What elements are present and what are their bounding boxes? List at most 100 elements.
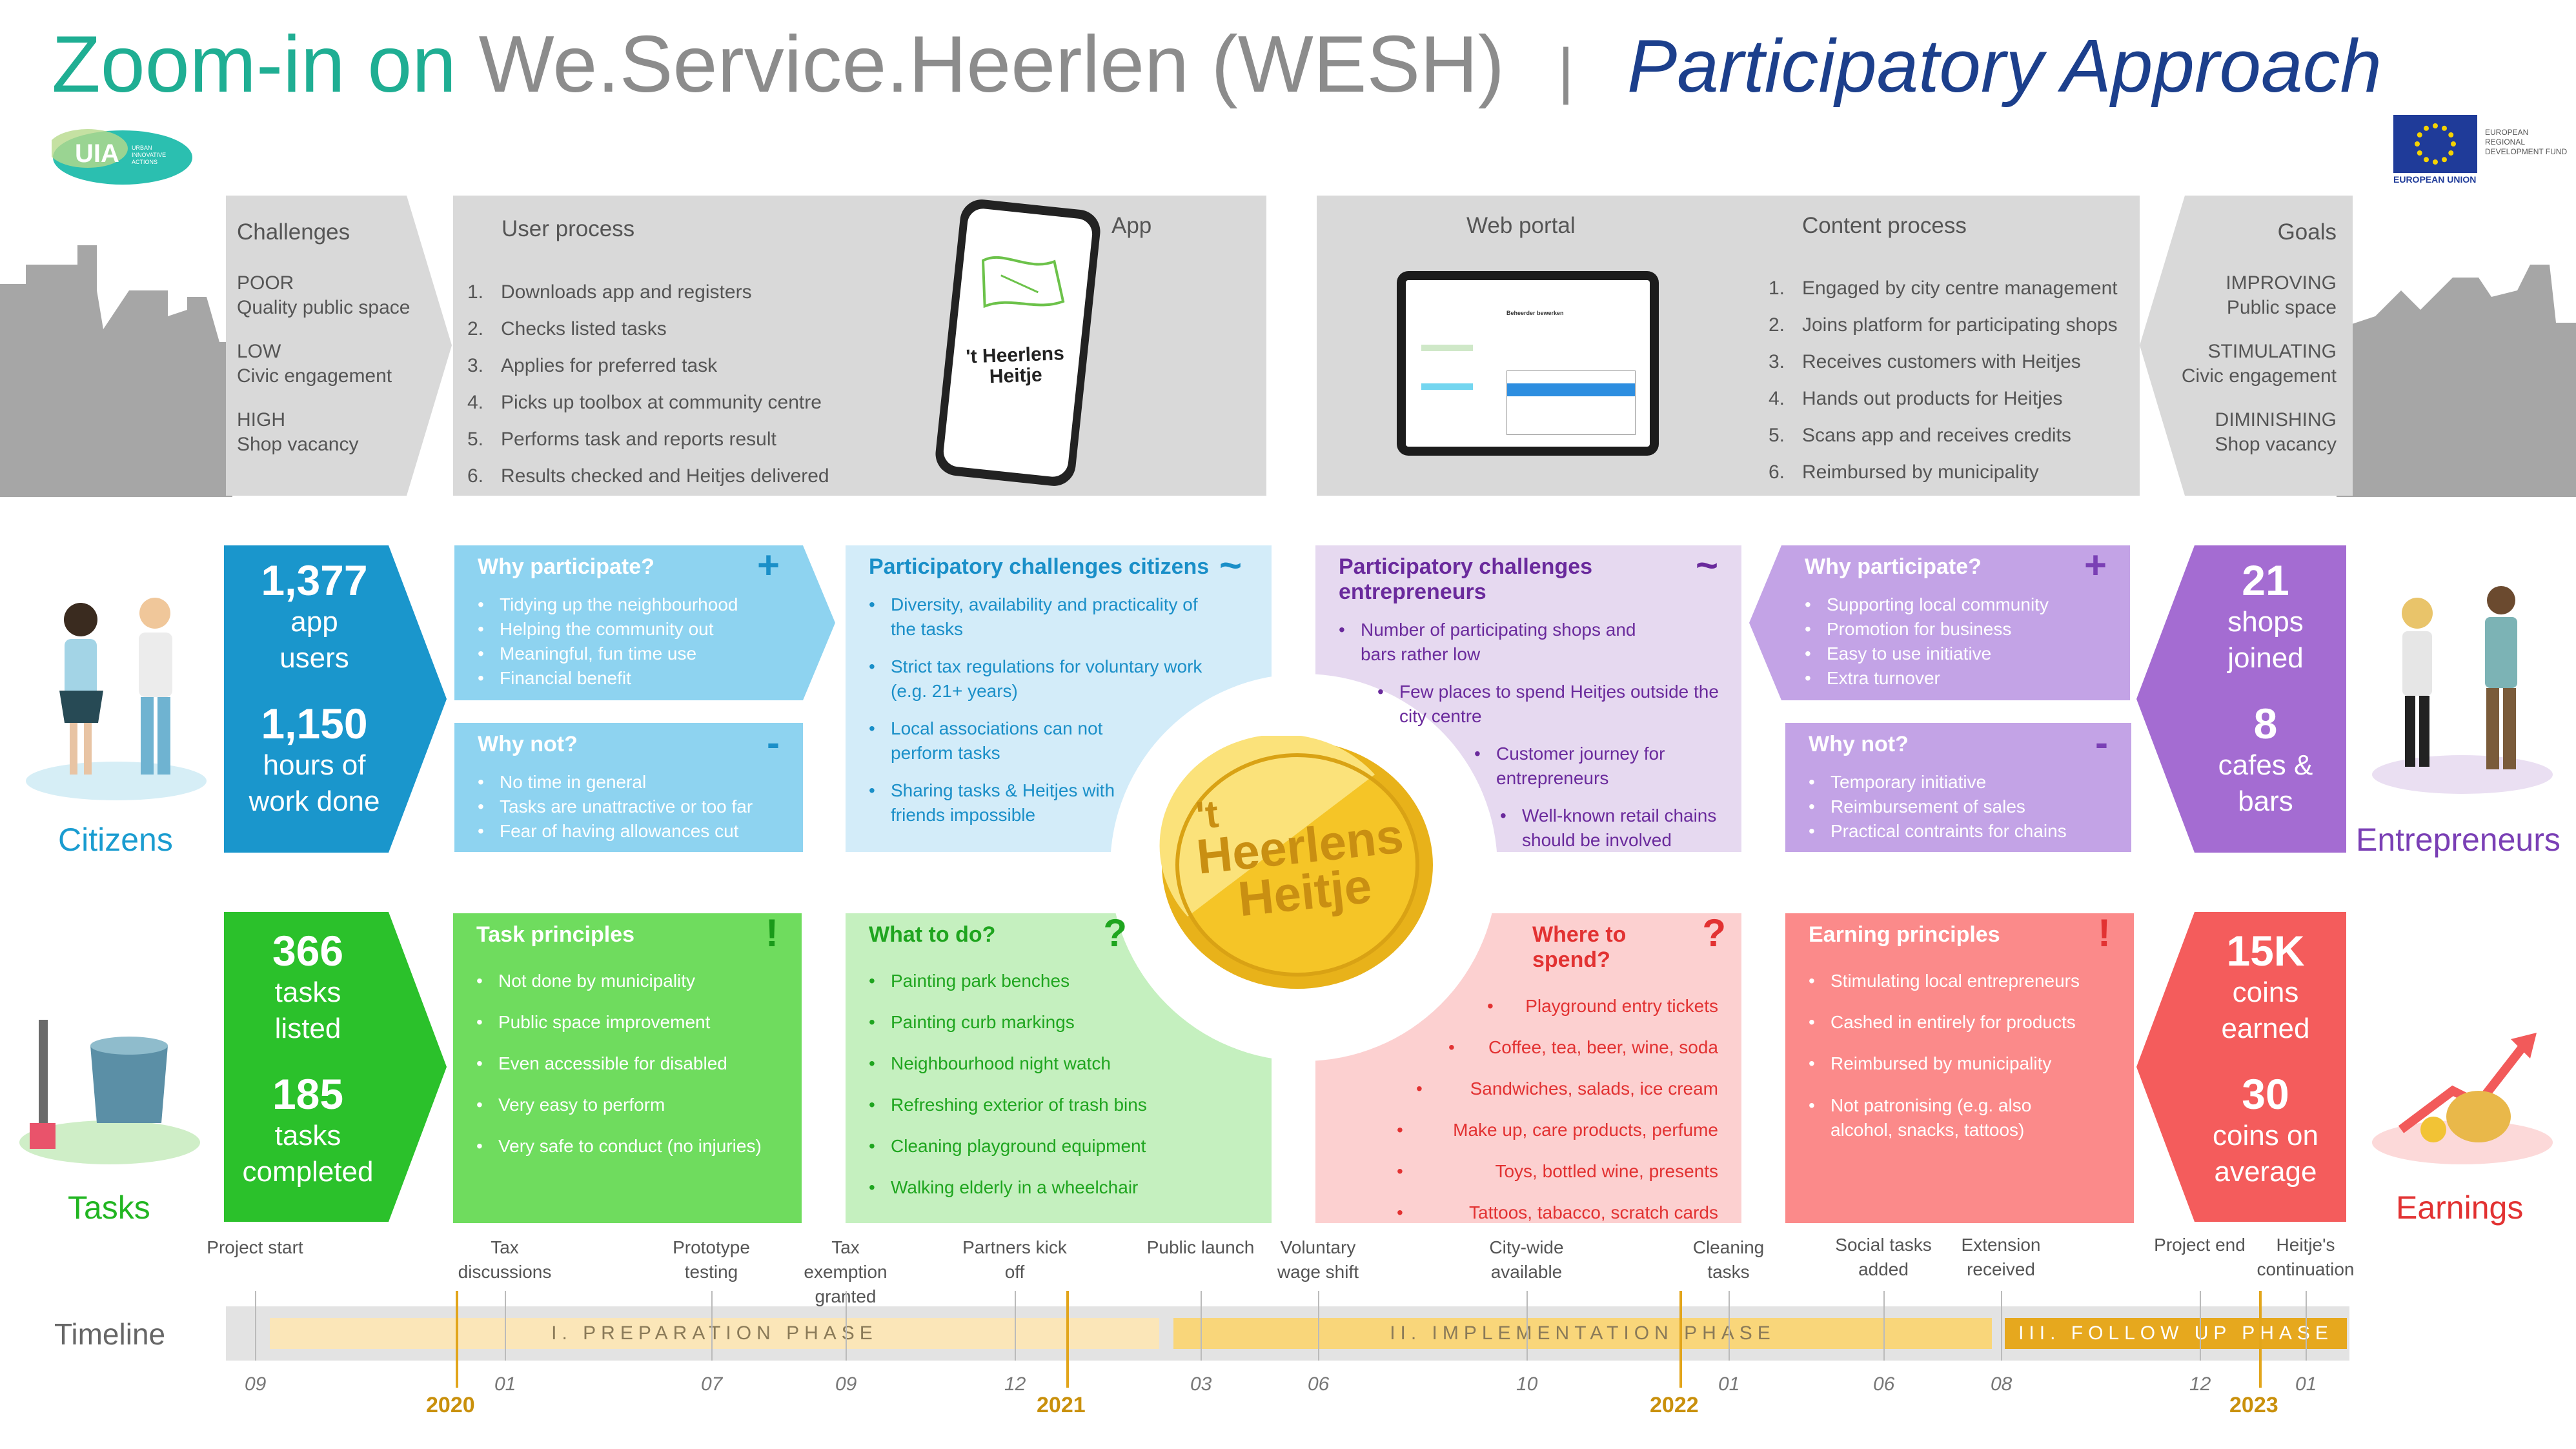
timeline-tick-line [846, 1291, 847, 1361]
why-participate-entrepreneurs: Why participate?+ Supporting local commu… [1781, 545, 2130, 700]
earning-principles: Earning principles! Stimulating local en… [1785, 913, 2134, 1223]
skyline-right [2337, 265, 2576, 497]
user-process-list: 1.Downloads app and registers 2.Checks l… [467, 274, 867, 494]
stat-value: 21 [2242, 556, 2289, 604]
tasks-illustration [19, 1020, 200, 1164]
timeline-event: Voluntary wage shift [1277, 1237, 1359, 1282]
list-item: 3.Receives customers with Heitjes [1769, 351, 2081, 372]
timeline-tick-line [2200, 1291, 2201, 1361]
eu-logo: EUROPEAN UNION EUROPEAN REGIONAL DEVELOP… [2393, 115, 2574, 186]
title-part1: Zoom-in on [52, 20, 457, 109]
tasks-label: Tasks [68, 1190, 150, 1226]
tilde-icon: ~ [1695, 543, 1718, 587]
timeline-year-line [456, 1291, 458, 1388]
what-to-do: What to do?? Painting park benchesPainti… [846, 913, 1272, 1217]
timeline-event: Cleaning tasks [1692, 1237, 1765, 1282]
citizens-stat-shape [224, 545, 447, 853]
list-item: 4.Picks up toolbox at community centre [467, 392, 822, 413]
timeline-event: Extension received [1961, 1235, 2041, 1279]
phone-screen: 't Heerlens Heitje [942, 207, 1094, 479]
eu-star-icon [2433, 123, 2438, 128]
stat-value: 15K [2226, 927, 2305, 975]
eu-star-icon [2424, 125, 2429, 131]
timeline-event: Project start [207, 1237, 303, 1257]
timeline-month: 10 [1516, 1373, 1538, 1395]
eu-text: EUROPEAN UNION [2393, 174, 2477, 185]
entrepreneurs-label: Entrepreneurs [2356, 822, 2561, 858]
phase-3-bar: III. FOLLOW UP PHASE [2005, 1318, 2347, 1349]
timeline-month: 06 [1308, 1373, 1330, 1395]
timeline-tick-line [1201, 1291, 1202, 1361]
app-header: App [1111, 213, 1152, 238]
phone-brand: 't Heerlens Heitje [966, 343, 1065, 388]
entrepreneurs-stat-shape [2136, 545, 2346, 853]
tablet-title: Beheerder bewerken [1506, 310, 1564, 316]
timeline-month: 01 [1718, 1373, 1740, 1395]
timeline-month: 01 [494, 1373, 516, 1395]
eu-star-icon [2448, 150, 2454, 156]
timeline-month: 03 [1190, 1373, 1212, 1395]
eu-star-icon [2417, 150, 2422, 156]
list-item: 2.Joins platform for participating shops [1769, 314, 2118, 336]
tablet-screen: Beheerder bewerken [1406, 280, 1650, 447]
pc-citizens: Participatory challenges citizens~ Diver… [846, 545, 1265, 836]
exclamation-icon: ! [766, 911, 778, 955]
phone-mockup: 't Heerlens Heitje [933, 197, 1102, 489]
why-not-entrepreneurs: Why not?- Temporary initiativeReimbursem… [1785, 723, 2131, 852]
earnings-stats: 15K coins earned 30 coins on average [2188, 927, 2343, 1190]
skyline-left [0, 245, 232, 497]
minus-icon: - [2095, 721, 2108, 764]
eu-star-icon [2442, 125, 2447, 131]
user-process-header: User process [502, 216, 635, 241]
timeline-tick-line [1729, 1291, 1730, 1361]
timeline-year-line [1679, 1291, 1682, 1388]
tilde-icon: ~ [1219, 543, 1242, 587]
list-item: 2.Checks listed tasks [467, 318, 667, 339]
challenges-arrow [381, 196, 452, 496]
heitje-coin [1159, 736, 1433, 989]
timeline-tick-line [2001, 1291, 2002, 1361]
timeline-event: Public launch [1146, 1237, 1255, 1257]
pc-entrepreneurs: Participatory challenges entrepreneurs~ … [1315, 545, 1741, 862]
question-icon: ? [1702, 911, 1726, 955]
eu-star-icon [2417, 132, 2422, 137]
entrepreneurs-illustration [2372, 586, 2553, 794]
task-principles: Task principles! Not done by municipalit… [453, 913, 802, 1223]
timeline-month: 01 [2295, 1373, 2317, 1395]
eu-star-icon [2433, 159, 2438, 165]
timeline-tick-line [1318, 1291, 1319, 1361]
stat-value: 366 [272, 927, 344, 975]
uia-logo: UIA URBAN INNOVATIVE ACTIONS [48, 123, 194, 187]
uia-text: UIA [75, 139, 119, 168]
timeline-year: 2023 [2229, 1393, 2278, 1417]
content-process-header: Content process [1802, 213, 1967, 238]
eu-star-icon [2451, 141, 2456, 147]
timeline-tick-line [2306, 1291, 2307, 1361]
timeline-month: 08 [1991, 1373, 2013, 1395]
title-separator: | [1557, 36, 1574, 105]
timeline-month: 09 [835, 1373, 857, 1395]
timeline-month: 06 [1873, 1373, 1895, 1395]
phase-2-bar: II. IMPLEMENTATION PHASE [1173, 1318, 1992, 1349]
minus-icon: - [767, 721, 780, 764]
timeline-label: Timeline [54, 1317, 166, 1351]
list-item: 5.Performs task and reports result [467, 429, 776, 450]
tasks-stats: 366 tasks listed 185 tasks completed [224, 927, 392, 1190]
timeline-month: 09 [245, 1373, 267, 1395]
timeline-event: Partners kick off [962, 1237, 1067, 1282]
list-item: 6.Reimbursed by municipality [1769, 461, 2039, 483]
title-part2: We.Service.Heerlen (WESH) [478, 20, 1505, 109]
earnings-stat-shape [2136, 912, 2346, 1222]
timeline-tick-line [1883, 1291, 1885, 1361]
timeline-event: Social tasks added [1835, 1235, 1932, 1279]
question-icon: ? [1103, 911, 1127, 955]
content-process-list: 1.Engaged by city centre management 2.Jo… [1769, 270, 2156, 491]
list-item: 1.Downloads app and registers [467, 281, 752, 303]
citizens-stats: 1,377 app users 1,150 hours of work done [224, 556, 405, 820]
timeline-year: 2020 [426, 1393, 475, 1417]
eu-star-icon [2424, 157, 2429, 163]
